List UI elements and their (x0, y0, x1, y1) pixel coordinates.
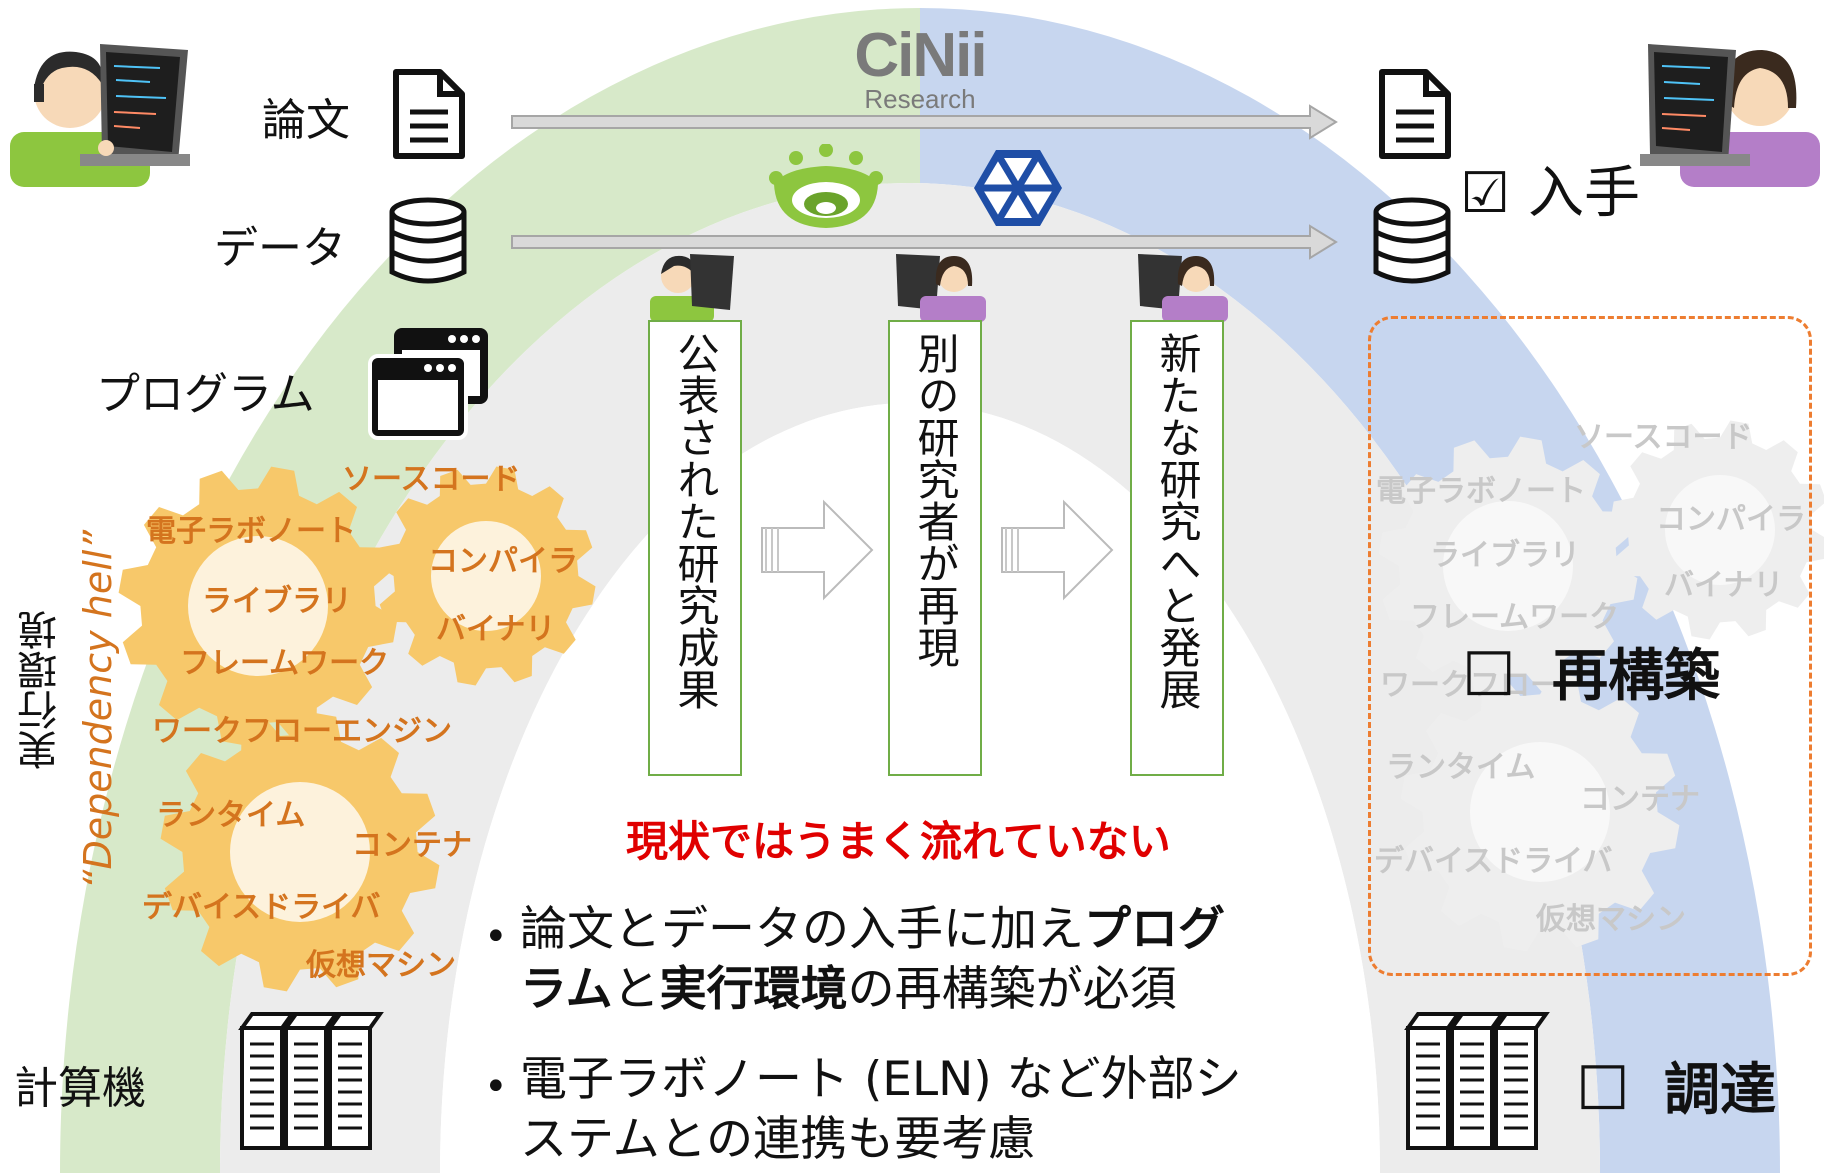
researcher-mini-1 (650, 254, 734, 322)
researcher-mini-2 (896, 254, 986, 322)
server-left-top-0 (238, 1012, 296, 1030)
gear-term-workflow-engine: ワークフローエンジン (152, 714, 452, 749)
r-gear-term-runtime: ランタイム (1386, 750, 1536, 785)
inner-arc (220, 183, 1600, 1173)
checklist-rebuild: 再構築 (1552, 644, 1720, 709)
gear-left-1-hole (188, 536, 328, 676)
r-gear-term-container: コンテナ (1580, 782, 1700, 817)
bullet-dot-1: • (484, 914, 508, 960)
hollow-arrow-icon (761, 499, 874, 601)
bullet-1-bold-a: プログ (1084, 902, 1225, 957)
rebuild-dashed-box (1368, 316, 1812, 976)
label-paper: 論文 (262, 95, 350, 146)
flow-box-reproduce: 別の研究者が再現 (888, 320, 982, 776)
flow-arrows (511, 104, 1338, 260)
cinii-logo-main: CiNii (854, 21, 987, 90)
gear-right-3-hole (1470, 742, 1610, 882)
server-icon-right (1404, 1012, 1550, 1150)
r-gear-term-source-code: ソースコード (1574, 420, 1753, 455)
gear-term-binary: バイナリ (436, 612, 556, 647)
server-left-top-2 (326, 1012, 384, 1030)
cinii-logo: CiNii Research (850, 21, 990, 114)
gear-term-vm: 仮想マシン (306, 948, 456, 983)
researcher-mini-3 (1138, 254, 1228, 322)
bullet-1-text-b: と (612, 962, 660, 1017)
checklist-rebuild-box: ☐ (1462, 640, 1516, 710)
checklist-procure-box: ☐ (1576, 1054, 1630, 1124)
gear-right-2-hole (1665, 475, 1775, 585)
document-icon (393, 69, 465, 159)
server-right-unit-1 (1450, 1026, 1494, 1150)
flow-box-develop: 新たな研究へと発展 (1130, 320, 1224, 776)
hollow-arrow-icon-2 (1001, 499, 1114, 601)
r-gear-term-library: ライブラリ (1430, 538, 1580, 573)
researcher-illustration-right (1640, 44, 1820, 187)
r-gear-term-device-driver: デバイスドライバ (1374, 844, 1613, 879)
gear-left-3-hole (230, 782, 370, 922)
r-gear-term-binary: バイナリ (1664, 568, 1784, 603)
server-icon (238, 1012, 384, 1150)
bullet-2-line-1: 電子ラボノート (ELN) など外部シ (520, 1052, 1242, 1107)
bullet-1-bold-b: ラム (520, 962, 613, 1017)
gear-term-eln: 電子ラボノート (146, 514, 356, 549)
r-gear-term-compiler: コンパイラ (1656, 502, 1806, 537)
gear-term-device-driver: デバイスドライバ (142, 890, 381, 925)
server-right-top-2 (1492, 1012, 1550, 1030)
gear-term-source-code: ソースコード (342, 462, 521, 497)
bullet-1-text-c: の再構築が必須 (847, 962, 1177, 1017)
database-icon (389, 197, 467, 284)
label-computer: 計算機 (14, 1063, 146, 1114)
gear-term-library: ライブラリ (202, 584, 352, 619)
researcher-illustration-left (10, 44, 190, 187)
gear-term-compiler: コンパイラ (428, 544, 578, 579)
server-right-unit-0 (1406, 1026, 1450, 1150)
bullet-2: 電子ラボノート (ELN) など外部シ ステムとの連携も要考慮 (520, 1050, 1370, 1170)
server-left-unit-1 (284, 1026, 328, 1150)
server-left-unit-0 (240, 1026, 284, 1150)
gear-right-1-hole (1443, 501, 1573, 631)
gear-term-framework: フレームワーク (180, 646, 390, 681)
cinii-logo-sub: Research (864, 84, 976, 114)
bullet-1: 論文とデータの入手に加えプログ ラムと実行環境の再構築が必須 (520, 900, 1370, 1020)
r-gear-term-workflow: ワークフロー (1380, 668, 1560, 703)
hexagon-logo (974, 150, 1062, 226)
crown-logo (769, 144, 883, 228)
label-program: プログラム (96, 369, 315, 420)
server-left-top-1 (282, 1012, 340, 1030)
document-icon-right (1379, 69, 1451, 159)
bullet-1-bold-c: 実行環境 (659, 962, 848, 1017)
outer-arc (60, 8, 1780, 1173)
server-right-top-0 (1404, 1012, 1462, 1030)
server-right-unit-2 (1494, 1026, 1538, 1150)
flow-box-published: 公表された研究成果 (648, 320, 742, 776)
bullet-2-line-2: ステムとの連携も要考慮 (520, 1112, 1036, 1167)
gear-term-runtime: ランタイム (156, 798, 306, 833)
bullet-dot-2: • (484, 1064, 508, 1110)
status-text: 現状ではうまく流れていない (626, 817, 1171, 866)
r-gear-term-eln: 電子ラボノート (1376, 474, 1586, 509)
bullet-1-text-a: 論文とデータの入手に加え (520, 902, 1084, 957)
checklist-procure: 調達 (1664, 1058, 1776, 1123)
server-left-unit-2 (328, 1026, 372, 1150)
database-icon-right (1373, 197, 1451, 284)
r-gear-term-framework: フレームワーク (1410, 600, 1620, 635)
checklist-obtain: ☑ 入手 (1460, 161, 1641, 226)
server-right-top-1 (1448, 1012, 1506, 1030)
label-data: データ (214, 223, 346, 274)
gear-term-container: コンテナ (352, 828, 472, 863)
gear-left-2-hole (431, 521, 541, 631)
window-icon (368, 328, 488, 440)
r-gear-term-vm: 仮想マシン (1536, 902, 1686, 937)
